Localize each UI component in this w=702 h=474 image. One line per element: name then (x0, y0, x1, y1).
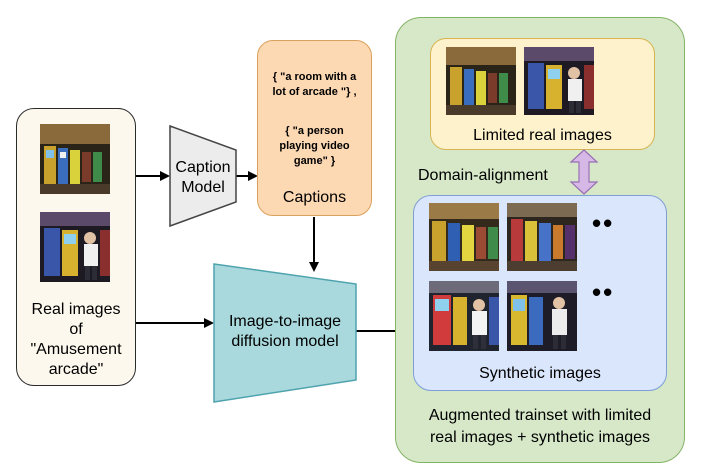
real-images-label-line-2: of (69, 321, 83, 338)
augmented-trainset-caption-line-2: real images + synthetic images (429, 429, 651, 446)
diffusion-model-label-line-1: Image-to-image (228, 313, 342, 330)
caption-2-line-1: { "a person (285, 125, 344, 137)
augmented-trainset-caption-line-1: Augmented trainset with limited (428, 407, 652, 424)
real-images-label: Real images of "Amusement arcade" (16, 300, 136, 380)
caption-model-shape (169, 124, 237, 228)
domain-alignment-arrow (569, 149, 599, 195)
synthetic-image-4 (507, 281, 577, 351)
real-images-label-line-3: "Amusement (30, 341, 122, 358)
real-images-label-line-4: arcade" (48, 361, 104, 378)
caption-model-label: Caption Model (168, 158, 238, 198)
synthetic-image-2 (507, 203, 577, 271)
augmented-trainset-caption: Augmented trainset with limited real ima… (395, 405, 685, 449)
real-images-label-line-1: Real images (31, 301, 121, 318)
synthetic-row-1-ellipsis: •• (592, 208, 615, 238)
caption-1-line-2: lot of arcade "} , (272, 86, 357, 98)
synthetic-images-title: Synthetic images (479, 365, 601, 382)
captions-box (257, 40, 372, 216)
caption-2-line-2: playing video (279, 140, 350, 152)
domain-alignment-label: Domain-alignment (418, 167, 548, 184)
diffusion-model-label: Image-to-image diffusion model (210, 312, 360, 352)
caption-model-label-line-2: Model (181, 179, 225, 196)
real-image-person-playing (40, 212, 110, 282)
caption-2-text: { "a person playing video game" } (257, 124, 372, 169)
synthetic-image-1 (429, 203, 499, 271)
caption-1-text: { "a room with a lot of arcade "} , (257, 70, 372, 100)
limited-real-images-title: Limited real images (473, 127, 612, 144)
synthetic-image-3 (429, 281, 499, 351)
limited-real-image-1 (446, 47, 516, 115)
diffusion-model-label-line-2: diffusion model (231, 333, 339, 350)
caption-2-line-3: game" } (293, 155, 336, 167)
caption-model-label-line-1: Caption (175, 159, 231, 176)
limited-real-image-2 (524, 47, 594, 115)
caption-1-line-1: { "a room with a (272, 71, 357, 83)
synthetic-row-2-ellipsis: •• (592, 277, 615, 307)
diffusion-model-shape (213, 263, 357, 403)
real-image-arcade-room (40, 124, 110, 194)
captions-title: Captions (282, 189, 347, 206)
